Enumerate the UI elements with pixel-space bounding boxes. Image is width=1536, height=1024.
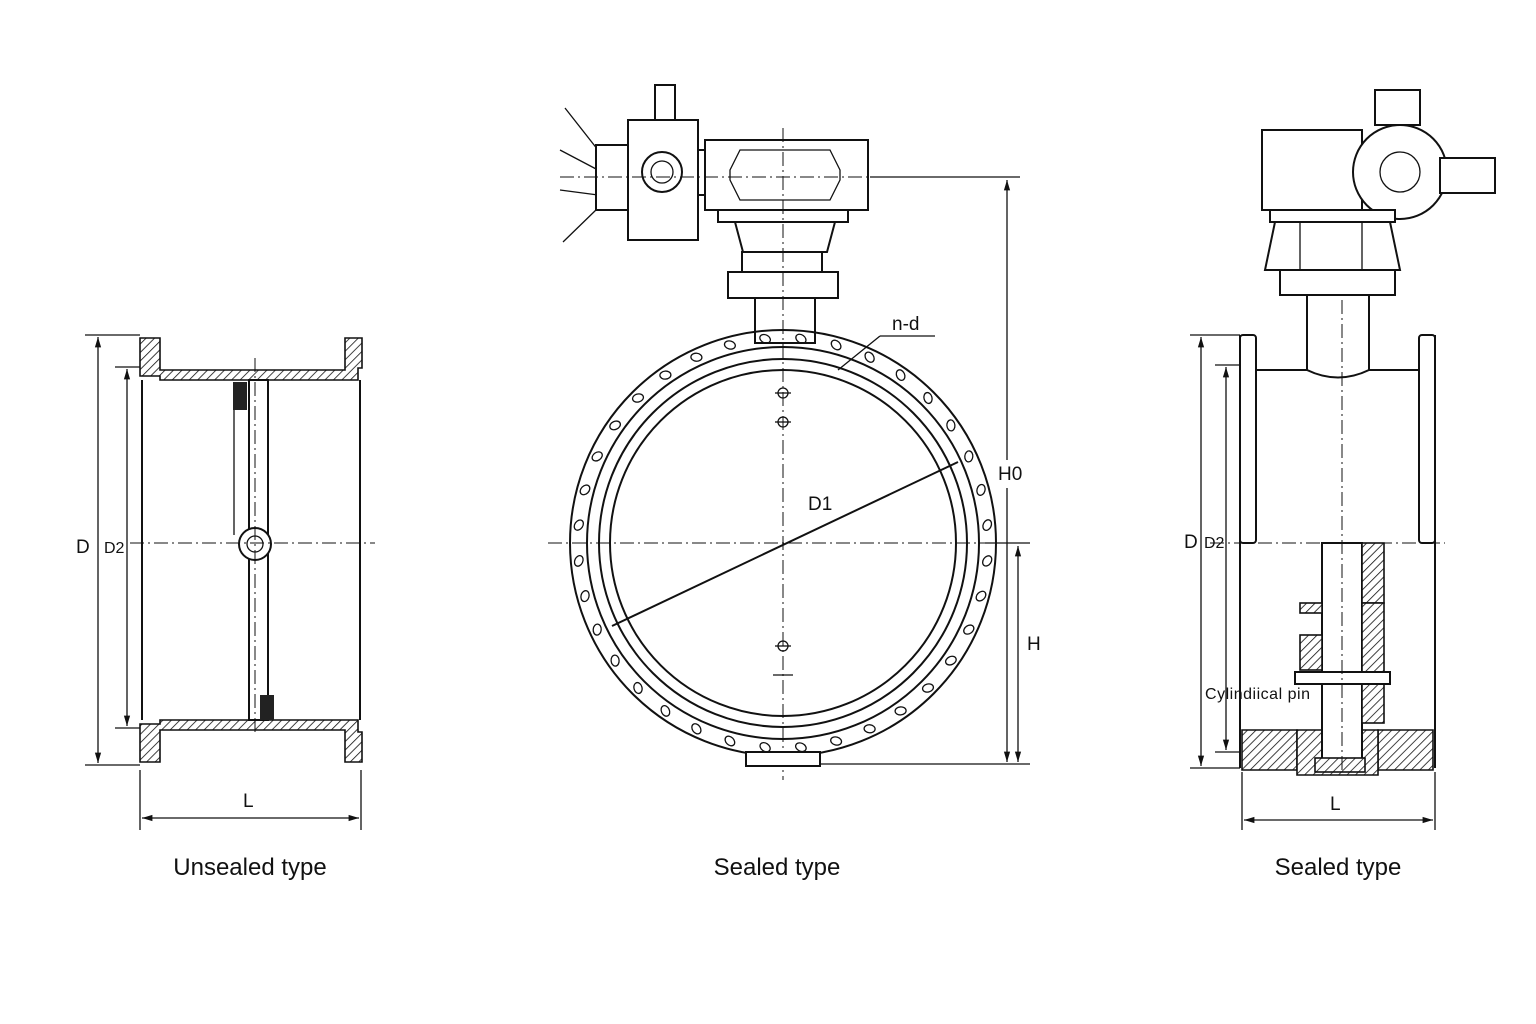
bolt-hole [921, 683, 935, 693]
bolt-hole [830, 736, 843, 746]
dim-H: H [1027, 634, 1041, 655]
bolt-hole [691, 723, 702, 735]
dim-D-right: D [1184, 532, 1198, 553]
bolt-hole [633, 681, 643, 695]
bolt-hole [975, 590, 987, 602]
bolt-hole [894, 706, 907, 716]
bolt-hole [573, 554, 584, 567]
bolt-hole [923, 391, 933, 405]
bolt-hole [895, 369, 906, 382]
dim-D1: D1 [808, 494, 832, 515]
bolt-hole [723, 340, 736, 350]
bolt-hole [964, 450, 974, 463]
bolt-hole [794, 742, 807, 753]
bolt-hole [863, 724, 876, 734]
dim-n-d: n-d [892, 314, 919, 335]
bolt-hole [609, 420, 622, 431]
dim-D2-left: D2 [104, 540, 125, 557]
bolt-hole [580, 590, 590, 603]
bolt-hole [864, 351, 875, 363]
caption-sealed-right: Sealed type [1275, 854, 1402, 881]
bolt-hole [830, 339, 842, 351]
bolt-hole [982, 555, 993, 567]
cylindrical-pin-callout: Cylindiical pin [1205, 686, 1310, 703]
caption-unsealed: Unsealed type [173, 854, 326, 881]
sealed-front-view: D1 n-d H0 H Sealed type [548, 84, 1041, 881]
bolt-hole [579, 484, 591, 496]
dim-L-left: L [243, 791, 254, 812]
bolt-hole [592, 623, 602, 636]
bolt-hole [795, 333, 807, 344]
dim-D2-right: D2 [1204, 535, 1225, 552]
sealed-side-view: D D2 L Cylindiical pin Sealed type [1184, 89, 1496, 881]
bolt-hole [963, 624, 975, 635]
bolt-hole [690, 352, 703, 362]
bolt-hole [946, 419, 956, 432]
bolt-hole [759, 742, 771, 753]
bolt-holes [573, 333, 993, 753]
bolt-hole [976, 483, 986, 496]
bolt-hole [982, 519, 993, 532]
bolt-hole [610, 654, 620, 667]
bolt-hole [724, 735, 736, 747]
bolt-hole [573, 519, 584, 531]
disc-holes [773, 387, 793, 676]
bolt-hole [631, 393, 645, 403]
bolt-hole [591, 451, 603, 462]
caption-sealed-center: Sealed type [714, 854, 841, 881]
dim-H0: H0 [998, 464, 1022, 485]
bolt-hole [660, 704, 671, 717]
unsealed-view: D D2 L Unsealed type [76, 334, 375, 881]
bolt-hole [659, 370, 672, 380]
dim-D-left: D [76, 537, 90, 558]
dim-L-right: L [1330, 794, 1341, 815]
bolt-hole [759, 333, 772, 344]
bolt-hole [944, 655, 957, 666]
